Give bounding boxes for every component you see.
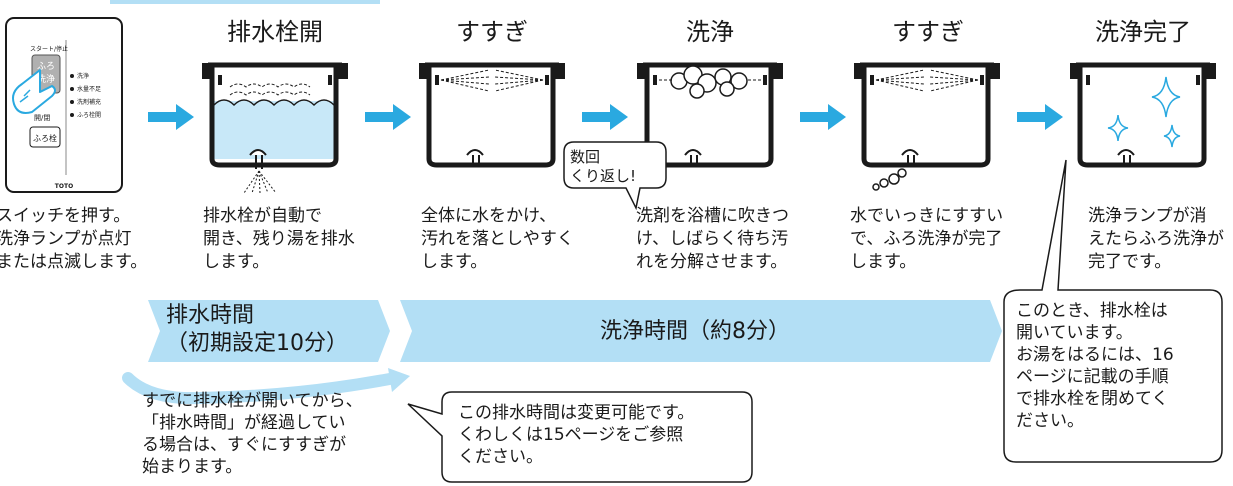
step-title-rinse-1: すすぎ: [456, 18, 528, 46]
flow-arrow-3: [582, 104, 628, 130]
flow-arrow-4: [800, 104, 846, 130]
svg-text:水量不足: 水量不足: [77, 85, 101, 93]
change-note-bubble: [407, 391, 753, 483]
top-rule: [110, 0, 380, 4]
step-desc-drain-open: 排水栓が自動で 開き、残り湯を排水 します。: [203, 206, 355, 272]
step-title-rinse-2: すすぎ: [892, 18, 964, 46]
wash-time-label: 洗浄時間（約8分）: [600, 319, 790, 344]
drain-time-label: 排水時間 （初期設定10分）: [166, 303, 348, 356]
drain-time-band: [148, 300, 390, 362]
repeat-speech-bubble: [563, 141, 667, 211]
repeat-bubble-text: 数回 くり返し!: [570, 148, 637, 185]
step-desc-complete: 洗浄ランプが消 えたらふろ洗浄が 完了です。: [1088, 206, 1224, 272]
sparkle-icon: [1107, 76, 1181, 148]
bathtub-final-rinse: [854, 62, 1000, 191]
svg-text:ふろ栓開: ふろ栓開: [77, 111, 101, 119]
curved-pointer-arrow: [122, 372, 401, 405]
step-desc-rinse-1: 全体に水をかけ、 汚れを落としやすく します。: [421, 206, 574, 272]
foam-cloud-icon: [670, 65, 748, 99]
flow-arrow-1: [148, 104, 194, 130]
switch-description: スイッチを押す。 洗浄ランプが点灯 または点滅します。: [0, 206, 148, 272]
step-title-drain-open: 排水栓開: [227, 18, 323, 46]
wash-time-band: [400, 300, 1002, 362]
control-panel-illustration: スタート/停止 ふろ 洗浄 洗浄 水量不足 洗剤補充 ふろ栓開 開/閉 ふろ栓 …: [5, 17, 123, 193]
bathtub-draining: [202, 62, 348, 194]
bubbles-icon: [872, 168, 907, 191]
drain-time-note: すでに排水栓が開いてから、 「排水時間」が経過してい る場合は、すぐにすすぎが …: [142, 391, 363, 477]
flow-arrow-2: [365, 104, 411, 130]
panel-start-label: スタート/停止: [30, 45, 68, 53]
open-close-label: 開/閉: [34, 114, 50, 122]
plug-note-bubble: [1003, 159, 1223, 463]
brand-logo: TOTO: [55, 183, 73, 190]
svg-text:ふろ栓: ふろ栓: [33, 133, 57, 143]
bathtub-clean: [1070, 62, 1216, 168]
pointing-hand-icon: [12, 69, 56, 114]
step-desc-rinse-2: 水でいっきにすすい で、ふろ洗浄が完了 します。: [850, 206, 1004, 272]
panel-lamps: 洗浄 水量不足 洗剤補充 ふろ栓開: [70, 72, 101, 119]
svg-text:洗剤補充: 洗剤補充: [77, 98, 101, 106]
flow-arrows: [148, 104, 1063, 130]
step-title-wash: 洗浄: [686, 18, 734, 46]
svg-text:洗浄: 洗浄: [37, 73, 55, 85]
step-title-complete: 洗浄完了: [1095, 18, 1191, 46]
bathtub-rinse-spray: [419, 62, 565, 168]
flow-arrow-5: [1017, 104, 1063, 130]
plug-button: [29, 126, 61, 148]
svg-text:洗浄: 洗浄: [77, 72, 89, 80]
change-time-note: この排水時間は変更可能です。 くわしくは15ページをご参照 ください。: [458, 403, 695, 467]
svg-text:ふろ: ふろ: [37, 61, 55, 72]
drain-plug-note: このとき、排水栓は 開いています。 お湯をはるには、16 ページに記載の手順 で…: [1016, 301, 1174, 431]
step-desc-wash: 洗剤を浴槽に吹きつ け、しばらく待ち汚 れを分解させます。: [636, 206, 789, 272]
